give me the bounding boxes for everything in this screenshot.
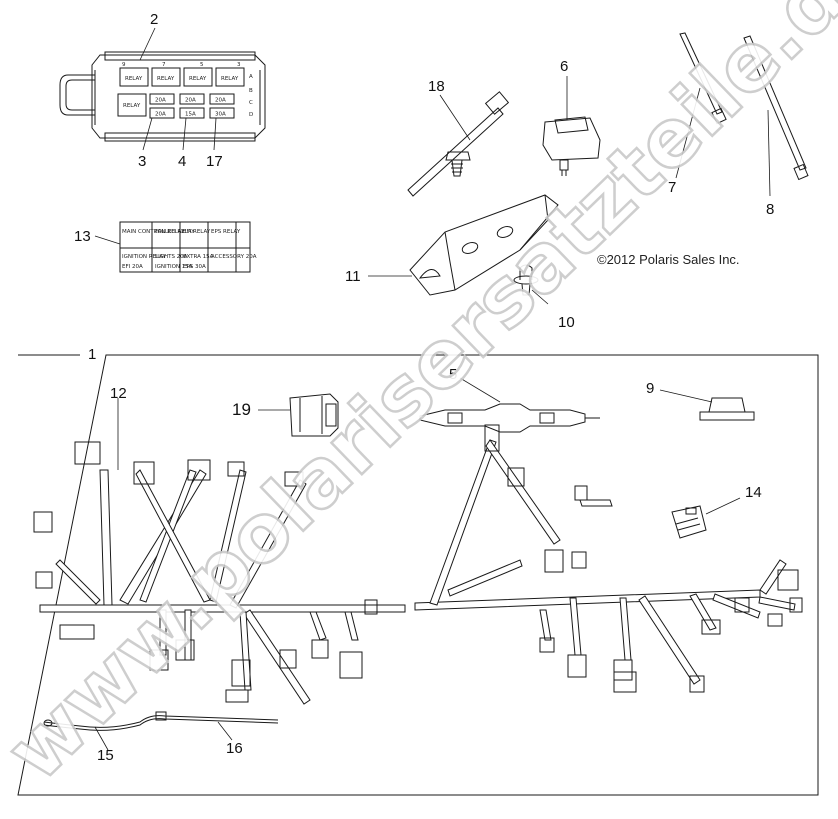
callout-14: 14: [745, 484, 762, 501]
cable-tie-short: [679, 32, 727, 125]
callout-6: 6: [560, 58, 568, 75]
fuse-box-top-number: 9: [122, 62, 126, 68]
label-card-cell: FAN RELAY: [155, 229, 185, 235]
label-card-cell: IGNITION RELAY: [122, 254, 167, 260]
callout-4: 4: [178, 153, 186, 170]
relay-label: RELAY: [123, 103, 141, 109]
callout-19: 19: [232, 400, 251, 419]
copyright-text: ©2012 Polaris Sales Inc.: [597, 252, 740, 267]
callout-1: 1: [88, 346, 96, 363]
label-card-cell: EPS RELAY: [211, 229, 241, 235]
fuse-box-top-number: 7: [162, 62, 166, 68]
callout-13: 13: [74, 228, 91, 245]
callout-3: 3: [138, 153, 146, 170]
label-card-cell: MAIN CONTROLLED RELAY: [122, 229, 195, 235]
main-harness-frame: [17, 354, 819, 796]
callout-10: 10: [558, 314, 575, 331]
inline-fuse-holder: [419, 403, 600, 433]
fuse-rating: 30A: [215, 112, 226, 118]
callout-11: 11: [345, 268, 361, 285]
callout-15: 15: [97, 747, 114, 764]
cable-tie-push-mount: [407, 91, 510, 197]
callout-7: 7: [668, 179, 676, 196]
fuse-box-row-letter: C: [249, 100, 253, 106]
callout-5: 5: [449, 366, 457, 383]
callout-8: 8: [766, 201, 774, 218]
fuse-box-row-letter: D: [249, 112, 253, 118]
connector-clip: [542, 116, 601, 176]
relay-label: RELAY: [189, 76, 207, 82]
fuse-rating: 15A: [185, 112, 196, 118]
label-card-cell: EXTRA 15A: [183, 254, 214, 260]
right-wiring-harness: [414, 424, 803, 693]
fuse-box-row-letter: B: [249, 88, 253, 94]
left-wiring-harness: [33, 441, 406, 705]
connector-housing: [289, 393, 339, 437]
label-card-cell: EFI RELAY: [183, 229, 211, 235]
ground-wire-assembly: [43, 711, 279, 731]
fuse-rating: 20A: [155, 98, 166, 104]
relay-label: RELAY: [125, 76, 143, 82]
mounting-bracket: [409, 194, 559, 296]
sealed-connector: [671, 505, 707, 539]
fuse-label-card: MAIN CONTROLLED RELAY FAN RELAY EFI RELA…: [119, 221, 257, 273]
terminal-cover: [699, 397, 755, 421]
label-card-cell: EFI 20A: [122, 264, 143, 270]
label-card-cell: EPS 30A: [183, 264, 206, 270]
fuse-rating: 20A: [155, 112, 166, 118]
relay-label: RELAY: [221, 76, 239, 82]
callout-18: 18: [428, 78, 445, 95]
fuse-box-top-number: 3: [237, 62, 241, 68]
push-rivet: [513, 264, 539, 296]
label-card-cell: ACCESSORY 20A: [211, 254, 257, 260]
callout-17: 17: [206, 153, 223, 170]
fuse-box-row-letter: A: [249, 74, 253, 80]
fuse-box-top-number: 5: [200, 62, 204, 68]
callout-9: 9: [646, 380, 654, 397]
fuse-rating: 20A: [185, 98, 196, 104]
fuse-rating: 20A: [215, 98, 226, 104]
relay-label: RELAY: [157, 76, 175, 82]
fuse-box: 9 7 5 3 RELAY RELAY RELAY RELAY RELAY 20…: [59, 51, 266, 142]
label-card-cell: LIGHTS 20A: [155, 254, 188, 260]
callout-16: 16: [226, 740, 243, 757]
label-card-cell: IGNITION 15A: [155, 264, 193, 270]
cable-tie-long: [743, 35, 809, 181]
callout-12: 12: [110, 385, 127, 402]
callout-2: 2: [150, 11, 158, 28]
